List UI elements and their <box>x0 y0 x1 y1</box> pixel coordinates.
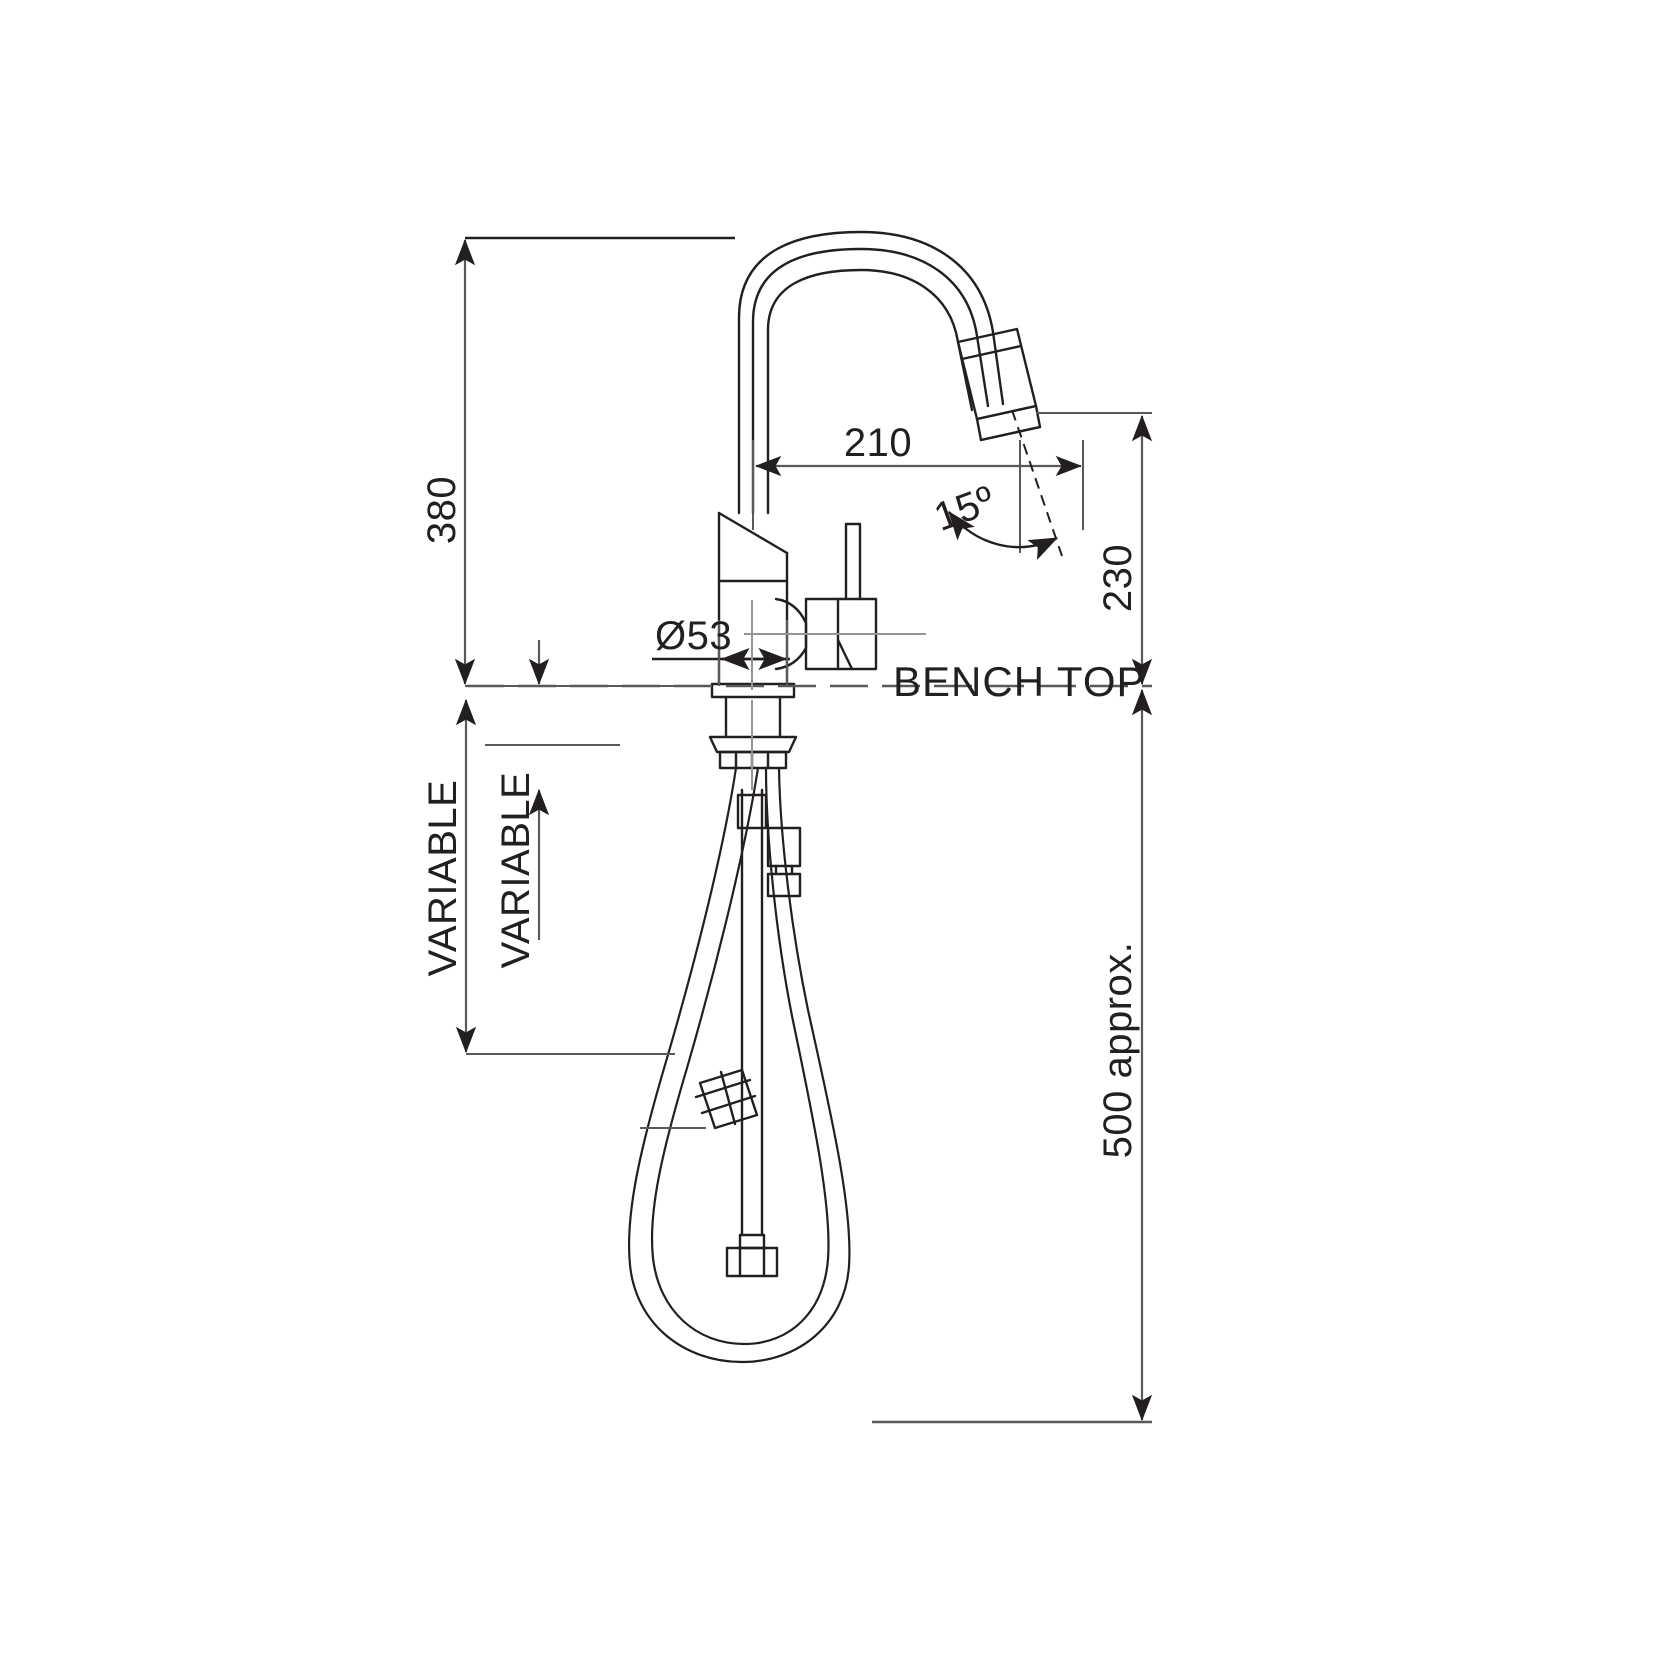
dimension-label-variable-outer: VARIABLE <box>421 780 465 977</box>
faucet-geometry <box>627 230 1042 1364</box>
dimension-body-diameter-53 <box>652 620 790 686</box>
dimension-reach-210 <box>752 440 1084 530</box>
lever-handle <box>774 522 878 671</box>
dimension-angle-15 <box>948 409 1063 560</box>
dimension-variable-inner <box>485 640 620 940</box>
pull-out-hose <box>627 766 851 1364</box>
dimension-label-500-approx: 500 approx. <box>1096 942 1140 1159</box>
dimension-variable-outer <box>455 698 675 1055</box>
spray-head <box>956 327 1042 442</box>
dimension-hose-500 <box>872 688 1153 1424</box>
dimension-label-15-degrees: 15º <box>929 478 1001 540</box>
dimension-outlet-230 <box>1036 412 1153 686</box>
gooseneck-spout <box>737 230 1005 515</box>
hose-quick-connect <box>766 826 802 898</box>
dimension-layer: 380 210 15º <box>420 236 1153 1424</box>
dimension-label-210: 210 <box>844 421 912 465</box>
dimension-label-380: 380 <box>420 476 464 544</box>
hose-weight <box>694 1068 759 1130</box>
dimension-label-230: 230 <box>1096 544 1140 612</box>
dimension-label-diameter-53: Ø53 <box>655 614 732 658</box>
dimension-label-variable-inner: VARIABLE <box>494 772 538 969</box>
centre-supply-tube <box>725 788 779 1278</box>
bench-top-label: BENCH TOP <box>893 658 1146 705</box>
